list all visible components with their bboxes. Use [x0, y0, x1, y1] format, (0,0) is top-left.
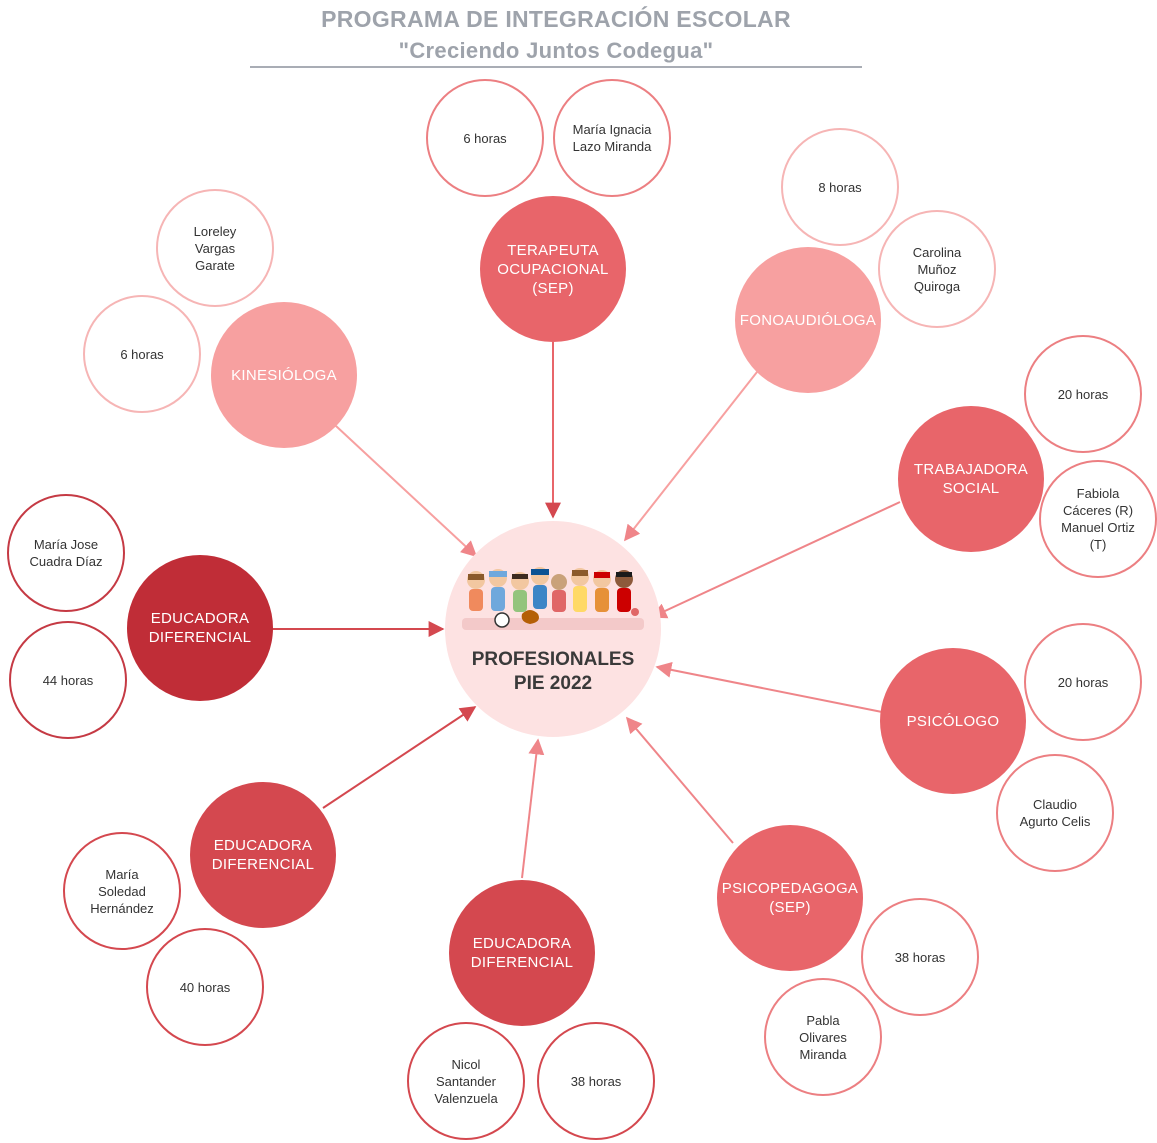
name-label: María Jose Cuadra Díaz: [29, 537, 103, 569]
center-node: PROFESIONALES PIE 2022: [445, 521, 661, 737]
role-label: EDUCADORA DIFERENCIAL: [148, 610, 252, 646]
role-label: KINESIÓLOGA: [231, 366, 337, 384]
role-label: TRABAJADORA SOCIAL: [913, 461, 1029, 497]
role-kinesiologa: KINESIÓLOGA: [211, 302, 357, 448]
center-title: PROFESIONALES PIE 2022: [471, 649, 635, 694]
hours-label: 20 horas: [1057, 386, 1109, 402]
page-subtitle: "Creciendo Juntos Codegua": [398, 38, 714, 63]
name-psicologo: Claudio Agurto Celis: [996, 754, 1114, 872]
hours-educadora-1: 44 horas: [9, 621, 127, 739]
hours-educadora-3: 38 horas: [537, 1022, 655, 1140]
name-psicopedagoga: Pabla Olivares Miranda: [764, 978, 882, 1096]
title-divider: [250, 66, 862, 68]
arrow-educadora-3: [521, 738, 545, 879]
role-educadora-3: EDUCADORA DIFERENCIAL: [449, 880, 595, 1026]
name-label: María Ignacia Lazo Miranda: [572, 122, 652, 154]
role-fonoaudiologa: FONOAUDIÓLOGA: [735, 247, 881, 393]
name-label: Carolina Muñoz Quiroga: [912, 244, 962, 294]
role-label: PSICÓLOGO: [906, 712, 1000, 730]
hours-educadora-2: 40 horas: [146, 928, 264, 1046]
role-educadora-2: EDUCADORA DIFERENCIAL: [190, 782, 336, 928]
name-educadora-1: María Jose Cuadra Díaz: [7, 494, 125, 612]
name-kinesiologa: Loreley Vargas Garate: [156, 189, 274, 307]
name-terapeuta: María Ignacia Lazo Miranda: [553, 79, 671, 197]
name-educadora-3: Nicol Santander Valenzuela: [407, 1022, 525, 1140]
arrow-trabajadora-social: [650, 501, 901, 619]
hours-kinesiologa: 6 horas: [83, 295, 201, 413]
arrow-psicopedagoga: [625, 716, 734, 844]
arrow-psicologo: [655, 661, 883, 713]
children-illustration: [462, 567, 644, 630]
name-label: Fabiola Cáceres (R) Manuel Ortiz (T): [1061, 486, 1135, 552]
role-label: EDUCADORA DIFERENCIAL: [211, 837, 315, 873]
role-label: EDUCADORA DIFERENCIAL: [470, 935, 574, 971]
name-trabajadora-social: Fabiola Cáceres (R) Manuel Ortiz (T): [1039, 460, 1157, 578]
role-label: FONOAUDIÓLOGA: [739, 311, 877, 329]
name-fonoaudiologa: Carolina Muñoz Quiroga: [878, 210, 996, 328]
hours-label: 40 horas: [179, 979, 231, 995]
hours-fonoaudiologa: 8 horas: [781, 128, 899, 246]
role-educadora-1: EDUCADORA DIFERENCIAL: [127, 555, 273, 701]
name-label: Pabla Olivares Miranda: [799, 1012, 847, 1062]
role-psicologo: PSICÓLOGO: [880, 648, 1026, 794]
name-label: María Soledad Hernández: [90, 866, 154, 916]
name-label: Nicol Santander Valenzuela: [434, 1056, 498, 1106]
name-educadora-2: María Soledad Hernández: [63, 832, 181, 950]
page-title: PROGRAMA DE INTEGRACIÓN ESCOLAR: [321, 6, 791, 32]
arrow-fonoaudiologa: [624, 371, 758, 542]
hours-label: 6 horas: [120, 346, 164, 362]
hours-terapeuta: 6 horas: [426, 79, 544, 197]
hours-psicologo: 20 horas: [1024, 623, 1142, 741]
role-trabajadora-social: TRABAJADORA SOCIAL: [898, 406, 1044, 552]
role-label: TERAPEUTA OCUPACIONAL (SEP): [497, 241, 609, 297]
role-psicopedagoga: PSICOPEDAGOGA (SEP): [717, 825, 863, 971]
hours-label: 20 horas: [1057, 674, 1109, 690]
hours-label: 38 horas: [570, 1073, 622, 1089]
hours-trabajadora-social: 20 horas: [1024, 335, 1142, 453]
hours-label: 44 horas: [42, 672, 94, 688]
role-label: PSICOPEDAGOGA (SEP): [721, 880, 859, 916]
hours-label: 8 horas: [818, 179, 862, 195]
hours-psicopedagoga: 38 horas: [861, 898, 979, 1016]
arrow-kinesiologa: [335, 425, 478, 558]
name-label: Claudio Agurto Celis: [1019, 797, 1091, 829]
name-label: Loreley Vargas Garate: [193, 223, 237, 273]
hours-label: 38 horas: [894, 949, 946, 965]
arrow-educadora-2: [322, 706, 477, 809]
hours-label: 6 horas: [463, 130, 507, 146]
role-terapeuta: TERAPEUTA OCUPACIONAL (SEP): [480, 196, 626, 342]
